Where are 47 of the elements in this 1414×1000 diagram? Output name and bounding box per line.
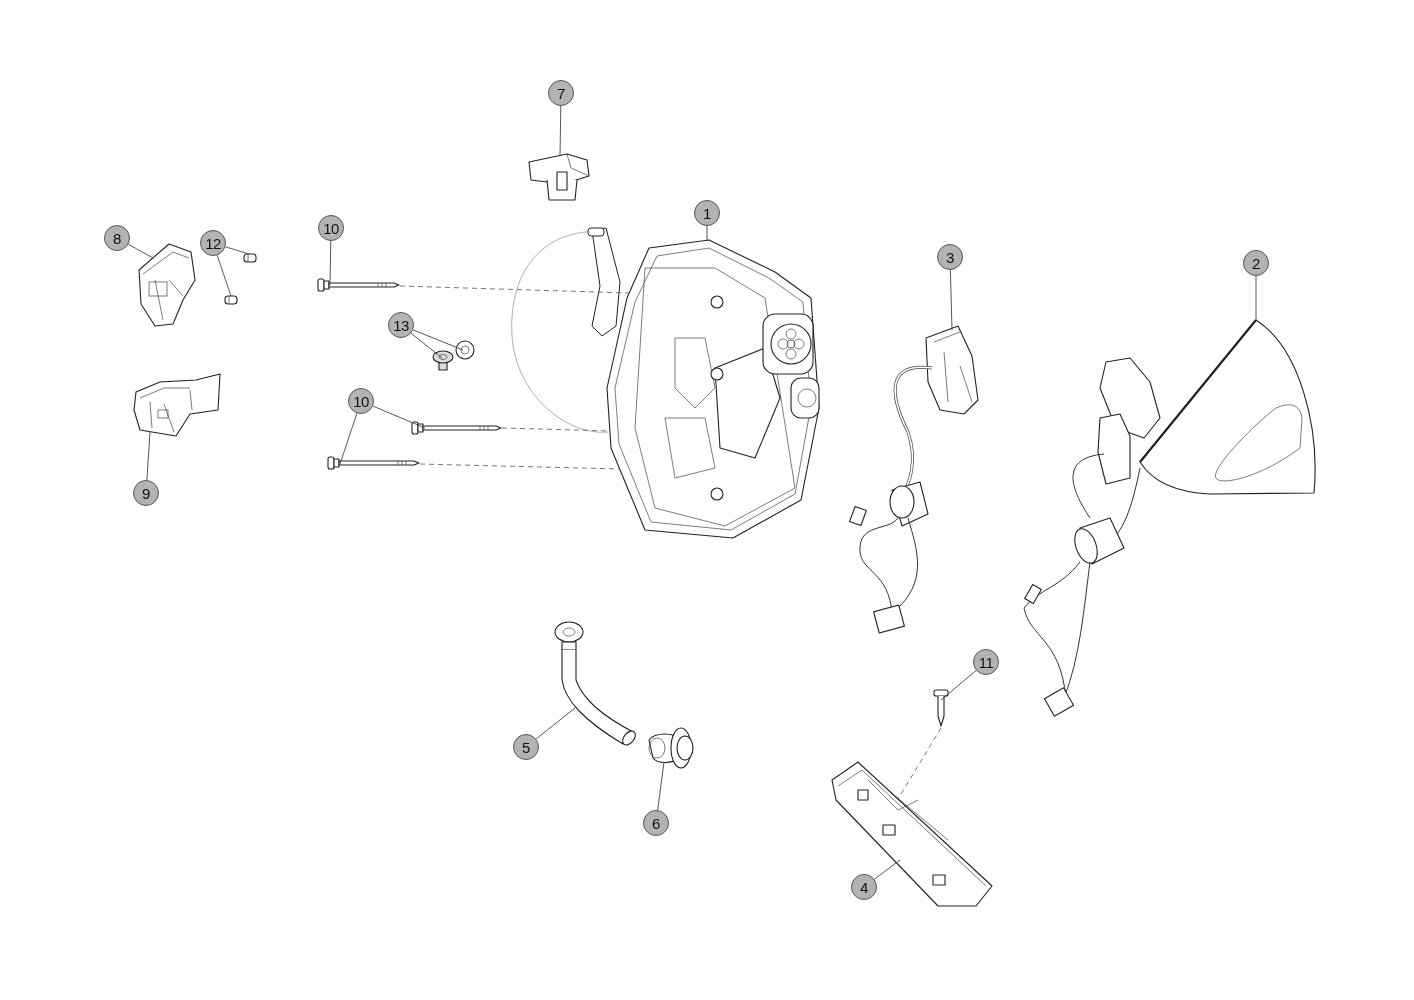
clip-drawing — [527, 150, 591, 202]
leader-line — [372, 405, 426, 429]
connector-harness-drawing — [848, 322, 982, 636]
leader-line — [706, 225, 708, 242]
pin-drawing — [224, 294, 238, 306]
callout-number: 12 — [200, 230, 226, 256]
callout-number: 10 — [318, 215, 344, 241]
leader-line — [940, 669, 977, 701]
leader-line — [873, 859, 901, 880]
callout-number: 10 — [348, 388, 374, 414]
leader-line — [412, 329, 464, 351]
callout-number: 8 — [104, 225, 130, 251]
charging-socket-housing-drawing — [605, 238, 821, 542]
leader-line — [559, 105, 562, 157]
callout-number: 1 — [694, 200, 720, 226]
callout-number: 7 — [548, 80, 574, 106]
callout-number: 3 — [937, 244, 963, 270]
leader-line — [127, 243, 154, 259]
bolt-drawing — [318, 278, 400, 294]
bolt-drawing — [328, 456, 420, 472]
pin-drawing — [243, 252, 257, 264]
leader-line — [410, 332, 443, 359]
callout-number: 9 — [133, 480, 159, 506]
alignment-line — [419, 463, 621, 470]
leader-line — [224, 246, 250, 255]
screw-drawing — [930, 688, 952, 728]
cover-harness-drawing — [1020, 318, 1316, 718]
leader-line — [535, 707, 576, 740]
hose-drawing — [553, 620, 639, 746]
leader-line — [339, 412, 358, 465]
leader-line — [216, 254, 232, 297]
callout-number: 11 — [973, 649, 999, 675]
leader-line — [1255, 275, 1257, 322]
callout-number: 5 — [513, 734, 539, 760]
alignment-line — [897, 727, 942, 800]
control-module-drawing — [828, 760, 994, 910]
leader-line — [949, 269, 953, 331]
bolt-drawing — [412, 421, 502, 435]
alignment-line — [399, 285, 630, 294]
callout-number: 13 — [388, 312, 414, 338]
leader-line — [146, 431, 151, 481]
callout-number: 4 — [851, 874, 877, 900]
screw-drawing — [432, 350, 454, 372]
callout-number: 2 — [1243, 250, 1269, 276]
leader-line — [657, 761, 665, 811]
callout-number: 6 — [643, 810, 669, 836]
leader-line — [329, 240, 332, 286]
